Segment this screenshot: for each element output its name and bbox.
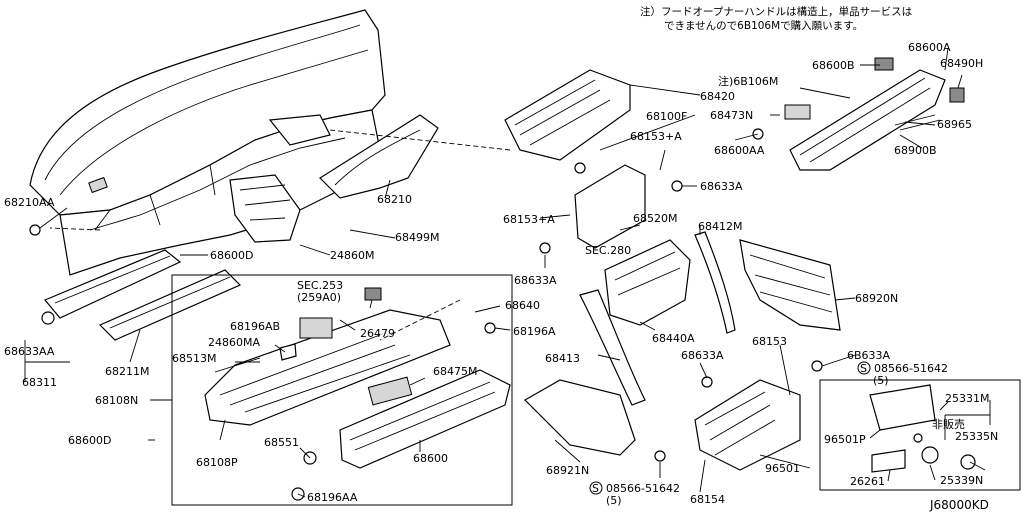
label-SEC280: SEC.280 bbox=[585, 244, 631, 257]
label-08566-right: 08566-51642 bbox=[874, 362, 948, 375]
label-68921N: 68921N bbox=[546, 464, 589, 477]
label-68490H: 68490H bbox=[940, 57, 983, 70]
label-26261: 26261 bbox=[850, 475, 885, 488]
label-68965: 68965 bbox=[937, 118, 972, 131]
center-trim-strip-left bbox=[579, 289, 646, 406]
label-68633A-low: 68633A bbox=[681, 349, 724, 362]
label-68153A-top: 68153+A bbox=[630, 130, 682, 143]
part-labels: 68600A 68600B 68490H 注)6B106M 68420 6810… bbox=[4, 41, 998, 507]
label-68108P: 68108P bbox=[196, 456, 238, 469]
label-68600B: 68600B bbox=[812, 59, 855, 72]
screw-symbol-right bbox=[857, 361, 871, 375]
glovebox-damper bbox=[367, 376, 413, 406]
clock-unit bbox=[869, 384, 936, 431]
label-259A0: (259A0) bbox=[297, 291, 341, 304]
label-68311: 68311 bbox=[22, 376, 57, 389]
label-68153: 68153 bbox=[752, 335, 787, 348]
label-08566-bottom-qty: (5) bbox=[606, 494, 622, 507]
label-68633A-r1: 68633A bbox=[700, 180, 743, 193]
label-68499M: 68499M bbox=[395, 231, 439, 244]
side-panel-right bbox=[739, 239, 841, 331]
center-trim-strip-right bbox=[694, 231, 736, 334]
label-68211M: 68211M bbox=[105, 365, 149, 378]
instrument-panel bbox=[29, 9, 386, 276]
label-68210: 68210 bbox=[377, 193, 412, 206]
label-68154: 68154 bbox=[690, 493, 725, 506]
label-68475M: 68475M bbox=[433, 365, 477, 378]
label-96501P: 96501P bbox=[824, 433, 866, 446]
label-68600D-low: 68600D bbox=[68, 434, 111, 447]
label-96501: 96501 bbox=[765, 462, 800, 475]
label-68920N: 68920N bbox=[855, 292, 898, 305]
diagram-code: J68000KD bbox=[929, 498, 989, 512]
switch-module bbox=[299, 317, 333, 339]
screw-symbol-bottom bbox=[589, 481, 603, 495]
leader-lines bbox=[24, 47, 991, 498]
label-68633A-mid: 68633A bbox=[514, 274, 557, 287]
label-68600A: 68600A bbox=[908, 41, 951, 54]
label-68440A: 68440A bbox=[652, 332, 695, 345]
label-68600AA: 68600AA bbox=[714, 144, 765, 157]
label-68600: 68600 bbox=[413, 452, 448, 465]
console-bracket bbox=[694, 379, 801, 471]
label-68412M: 68412M bbox=[698, 220, 742, 233]
label-68196AA: 68196AA bbox=[307, 491, 358, 504]
label-68153A-mid: 68153+A bbox=[503, 213, 555, 226]
label-6B633A: 6B633A bbox=[847, 349, 891, 362]
label-68413: 68413 bbox=[545, 352, 580, 365]
label-08566-bottom: 08566-51642 bbox=[606, 482, 680, 495]
label-24860MA: 24860MA bbox=[208, 336, 260, 349]
label-68600D-top: 68600D bbox=[210, 249, 253, 262]
label-68513M: 68513M bbox=[172, 352, 216, 365]
audio-unit bbox=[574, 164, 646, 249]
label-68196A: 68196A bbox=[513, 325, 556, 338]
label-68551: 68551 bbox=[264, 436, 299, 449]
label-08566-right-qty: (5) bbox=[873, 374, 889, 387]
label-68473N: 68473N bbox=[710, 109, 753, 122]
label-26479: 26479 bbox=[360, 327, 395, 340]
label-68420: 68420 bbox=[700, 90, 735, 103]
label-SEC253: SEC.253 bbox=[297, 279, 343, 292]
heater-control-panel bbox=[504, 69, 631, 161]
label-68520M: 68520M bbox=[633, 212, 677, 225]
hood-opener-bracket bbox=[789, 69, 946, 171]
label-6B106M: 注)6B106M bbox=[718, 74, 778, 88]
glovebox-group-frame bbox=[171, 274, 513, 506]
label-25339N: 25339N bbox=[940, 474, 983, 487]
label-25335N: 25335N bbox=[955, 430, 998, 443]
label-68100F: 68100F bbox=[646, 110, 687, 123]
label-68640: 68640 bbox=[505, 299, 540, 312]
svg-text:S: S bbox=[592, 482, 599, 495]
console-side-lower bbox=[524, 379, 636, 456]
clock-inset-frame bbox=[819, 379, 1021, 491]
label-68633AA: 68633AA bbox=[4, 345, 55, 358]
label-68210AA: 68210AA bbox=[4, 196, 55, 209]
label-hibaihin: 非販売 bbox=[932, 418, 965, 431]
note-line-1: 注）フードオープナーハンドルは構造上，単品サービスは bbox=[640, 5, 912, 18]
label-24860M: 24860M bbox=[330, 249, 374, 262]
label-68108N: 68108N bbox=[95, 394, 138, 407]
knee-trim-panel bbox=[44, 249, 182, 319]
label-25331M: 25331M bbox=[945, 392, 989, 405]
label-68900B: 68900B bbox=[894, 144, 937, 157]
svg-text:S: S bbox=[860, 362, 867, 375]
note-line-2: できませんので6B106Mで購入願います。 bbox=[664, 19, 863, 32]
glovebox-lid bbox=[339, 369, 511, 469]
label-68196AB: 68196AB bbox=[230, 320, 280, 333]
